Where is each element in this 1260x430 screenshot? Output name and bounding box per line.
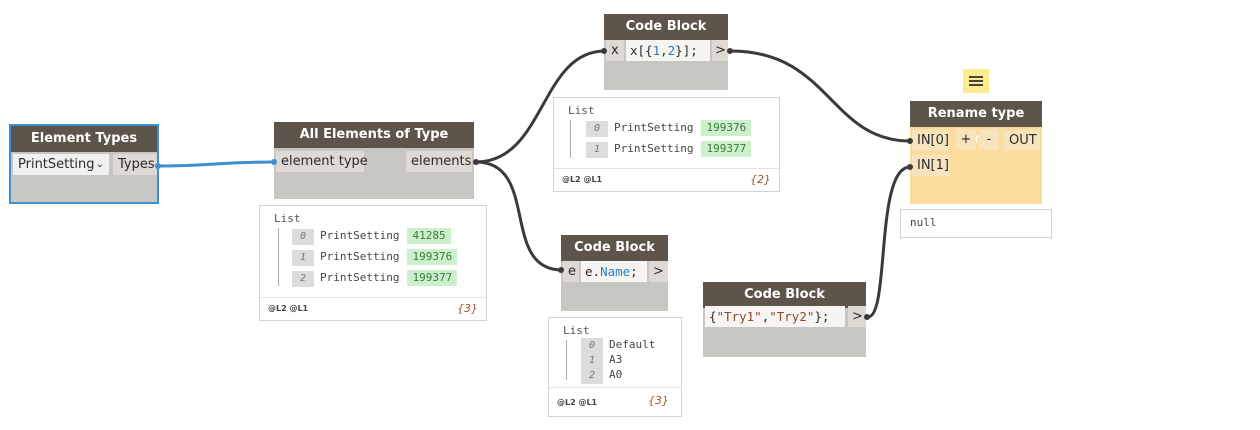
- node-title: Element Types: [11, 126, 157, 152]
- rename-preview: null: [900, 209, 1052, 238]
- input-port-x[interactable]: x: [606, 40, 624, 61]
- preview-footer: @L2 @L1 {3}: [549, 387, 681, 416]
- port-connector[interactable]: [271, 159, 277, 165]
- preview-footer: @L2 @L1 {3}: [260, 297, 486, 320]
- code-editor[interactable]: e.Name;: [581, 261, 647, 282]
- item-count: {3}: [648, 394, 669, 407]
- port-connector[interactable]: [473, 159, 479, 165]
- all-elements-of-type-node[interactable]: All Elements of Type element type elemen…: [274, 122, 474, 199]
- comment-icon[interactable]: [963, 69, 989, 93]
- output-port[interactable]: >: [712, 40, 728, 61]
- input-port-in0[interactable]: IN[0]: [912, 130, 950, 151]
- code-block-node[interactable]: Code Block e e.Name; >: [561, 235, 668, 311]
- list-levels: @L2 @L1: [562, 175, 603, 184]
- input-port-element-type[interactable]: element type: [276, 151, 368, 172]
- item-count: {2}: [750, 173, 771, 186]
- wire-elements-to-code-mid: [475, 160, 563, 272]
- output-port-elements[interactable]: elements: [406, 151, 472, 172]
- node-title: All Elements of Type: [274, 122, 474, 148]
- preview-value: null: [910, 216, 937, 229]
- list-tree-line: [566, 340, 567, 380]
- code-block-node[interactable]: Code Block x x[{1,2}]; >: [604, 14, 728, 90]
- wire-code-bottom-to-in1: [867, 165, 911, 319]
- rename-type-name-node[interactable]: Rename type name IN[0] + - OUT IN[1]: [910, 101, 1042, 204]
- list-label: List: [274, 212, 301, 225]
- port-connector[interactable]: [727, 48, 733, 54]
- port-connector[interactable]: [907, 138, 913, 144]
- node-title: Rename type name: [910, 101, 1042, 147]
- port-connector[interactable]: [601, 48, 607, 54]
- code-editor[interactable]: x[{1,2}];: [626, 40, 710, 61]
- port-connector[interactable]: [558, 267, 564, 273]
- list-levels: @L2 @L1: [268, 304, 309, 313]
- code-editor[interactable]: {"Try1","Try2"};: [705, 306, 845, 327]
- output-port-types[interactable]: Types: [113, 154, 157, 175]
- element-types-node[interactable]: Element Types PrintSetting ⌄ Types: [9, 124, 159, 204]
- list-levels: @L2 @L1: [557, 398, 598, 407]
- preview-footer: @L2 @L1 {2}: [554, 168, 779, 191]
- output-port[interactable]: >: [848, 306, 866, 327]
- input-port-e[interactable]: e: [563, 261, 579, 282]
- element-type-dropdown[interactable]: PrintSetting ⌄: [13, 154, 109, 175]
- remove-input-button[interactable]: -: [979, 129, 999, 150]
- port-connector[interactable]: [907, 164, 913, 170]
- list-label: List: [563, 324, 590, 337]
- list-label: List: [568, 104, 595, 117]
- list-tree-line: [278, 228, 279, 286]
- wire-types-to-element-type: [156, 160, 275, 168]
- port-connector[interactable]: [155, 163, 161, 169]
- chevron-down-icon: ⌄: [95, 159, 104, 170]
- port-connector[interactable]: [864, 314, 870, 320]
- output-port[interactable]: >: [649, 261, 668, 282]
- item-count: {3}: [457, 302, 478, 315]
- input-port-in1[interactable]: IN[1]: [912, 155, 950, 176]
- node-title: Code Block: [703, 282, 866, 308]
- node-title: Code Block: [604, 14, 728, 40]
- output-port-out[interactable]: OUT: [1004, 130, 1040, 151]
- dropdown-value: PrintSetting: [18, 157, 95, 172]
- list-tree-line: [570, 120, 571, 158]
- node-title: Code Block: [561, 235, 668, 261]
- code-block-node[interactable]: Code Block {"Try1","Try2"}; >: [703, 282, 866, 357]
- add-input-button[interactable]: +: [956, 129, 976, 150]
